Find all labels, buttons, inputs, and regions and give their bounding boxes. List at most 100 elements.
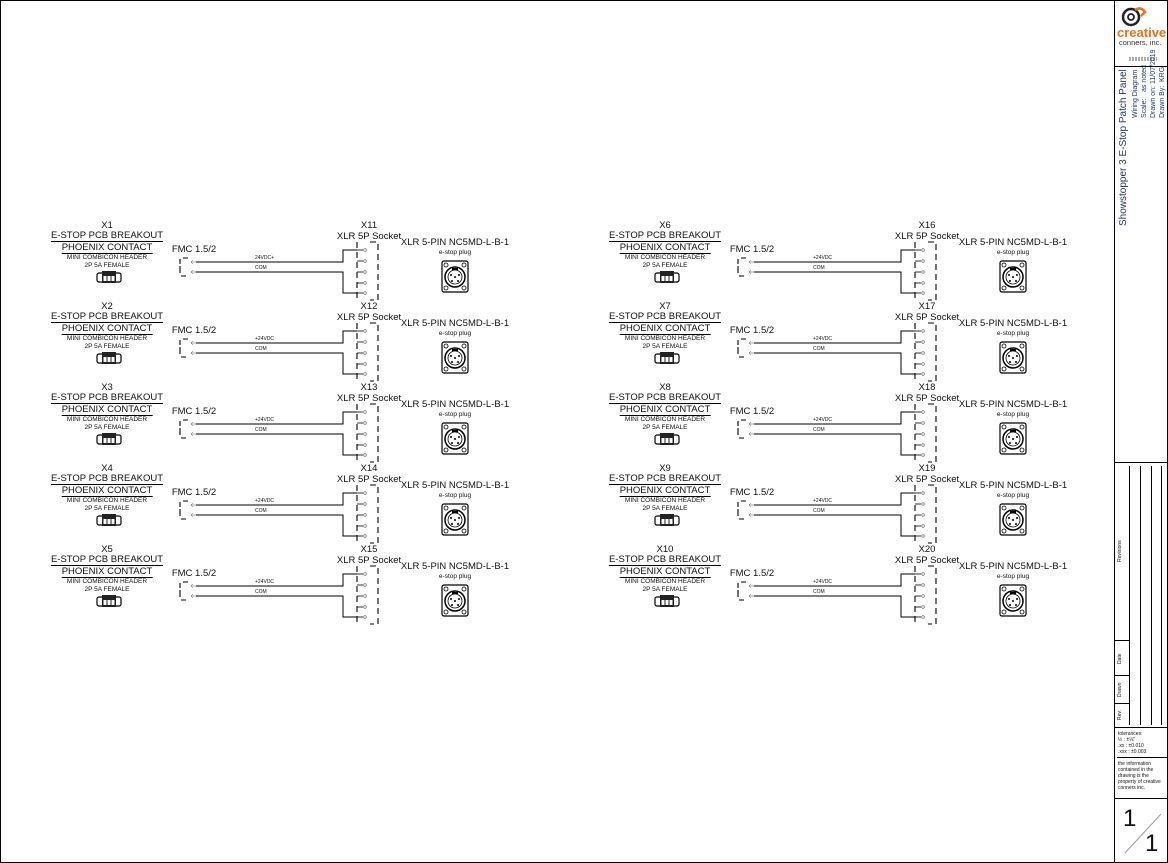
socket-ref-id: X18 bbox=[918, 382, 936, 393]
drawing-subtitle: Wiring Diagram bbox=[1132, 69, 1139, 118]
socket-label: XLR 5P Socket bbox=[894, 231, 960, 242]
socket-pins bbox=[357, 329, 367, 376]
sheet-number: 1 bbox=[1123, 805, 1137, 832]
divider bbox=[1115, 798, 1168, 799]
fmc-pins bbox=[190, 584, 196, 598]
socket-label: XLR 5P Socket bbox=[894, 474, 960, 485]
wiring-graphics bbox=[96, 322, 469, 382]
wiring-unit: X10 E-STOP PCB BREAKOUT PHOENIX CONTACT … bbox=[608, 544, 1083, 626]
wire-label-power: +24VDC bbox=[255, 417, 275, 423]
fmc-label: FMC 1.5/2 bbox=[729, 487, 775, 498]
pcb-title: E-STOP PCB BREAKOUT bbox=[608, 230, 722, 242]
plug-note: e-stop plug bbox=[996, 411, 1030, 418]
logo-icon bbox=[1121, 7, 1147, 27]
revisions-label: Revisions bbox=[1117, 540, 1123, 562]
wiring-graphics bbox=[96, 241, 469, 301]
fmc-pins bbox=[748, 503, 754, 517]
address-text bbox=[1129, 57, 1157, 61]
fmc-label: FMC 1.5/2 bbox=[171, 244, 217, 255]
wiring-unit: X2 E-STOP PCB BREAKOUT PHOENIX CONTACT M… bbox=[50, 301, 525, 383]
fmc-plug-outline bbox=[737, 338, 746, 358]
socket-label: XLR 5P Socket bbox=[894, 393, 960, 404]
xlr-socket-outline bbox=[914, 403, 937, 463]
sheet-slash bbox=[1124, 813, 1162, 854]
title-block: creative conners, inc. Showstopper 3 E-S… bbox=[1114, 0, 1168, 863]
socket-ref-id: X19 bbox=[918, 463, 936, 474]
wires bbox=[754, 492, 915, 537]
fmc-plug-outline bbox=[179, 581, 188, 601]
pcb-ref-id: X3 bbox=[101, 382, 113, 393]
wiring-graphics bbox=[96, 484, 469, 544]
xlr-plug-icon bbox=[441, 260, 469, 293]
pcb-rating: 2P 5A FEMALE bbox=[642, 586, 688, 593]
fmc-pins bbox=[748, 341, 754, 355]
wire-label-com: COM bbox=[813, 265, 825, 271]
tolerance-three-place: .xxx : ±0.003 bbox=[1118, 749, 1147, 755]
pcb-ref-id: X9 bbox=[659, 463, 671, 474]
xlr-plug-icon bbox=[441, 341, 469, 374]
pcb-manufacturer: PHOENIX CONTACT bbox=[619, 323, 711, 335]
header-connector-icon bbox=[96, 271, 122, 283]
socket-label: XLR 5P Socket bbox=[894, 312, 960, 323]
plug-note: e-stop plug bbox=[438, 411, 472, 418]
wiring-unit: X9 E-STOP PCB BREAKOUT PHOENIX CONTACT M… bbox=[608, 463, 1083, 545]
plug-part-number: XLR 5-PIN NC5MD-L-B-1 bbox=[400, 318, 510, 329]
wiring-unit: X5 E-STOP PCB BREAKOUT PHOENIX CONTACT M… bbox=[50, 544, 525, 626]
pcb-title: E-STOP PCB BREAKOUT bbox=[50, 311, 164, 323]
tolerance-fraction: ½ : ±⅛" bbox=[1118, 737, 1136, 743]
socket-pins bbox=[915, 248, 925, 295]
socket-ref-id: X20 bbox=[918, 544, 936, 555]
pcb-rating: 2P 5A FEMALE bbox=[84, 343, 130, 350]
plug-note: e-stop plug bbox=[996, 249, 1030, 256]
scale-label: Scale: bbox=[1141, 98, 1148, 118]
pcb-header-type: MINI COMBICON HEADER bbox=[624, 335, 706, 342]
pcb-title: E-STOP PCB BREAKOUT bbox=[608, 554, 722, 566]
plug-note: e-stop plug bbox=[996, 330, 1030, 337]
socket-pins bbox=[915, 410, 925, 457]
fmc-pins bbox=[190, 503, 196, 517]
pcb-ref-id: X4 bbox=[101, 463, 113, 474]
pcb-manufacturer: PHOENIX CONTACT bbox=[61, 242, 153, 254]
socket-pins bbox=[357, 491, 367, 538]
xlr-plug-icon bbox=[999, 584, 1027, 617]
xlr-plug-icon bbox=[999, 503, 1027, 536]
plug-part-number: XLR 5-PIN NC5MD-L-B-1 bbox=[400, 399, 510, 410]
header-connector-icon bbox=[654, 595, 680, 607]
property-notice: the information contained in the drawing… bbox=[1118, 761, 1161, 791]
pcb-ref-id: X7 bbox=[659, 301, 671, 312]
pcb-manufacturer: PHOENIX CONTACT bbox=[61, 323, 153, 335]
wiring-unit: X1 E-STOP PCB BREAKOUT PHOENIX CONTACT M… bbox=[50, 220, 525, 302]
drawn-on-label: Drawn on: bbox=[1150, 86, 1157, 118]
fmc-pins bbox=[748, 260, 754, 274]
header-connector-icon bbox=[654, 352, 680, 364]
header-connector-icon bbox=[96, 433, 122, 445]
wiring-unit: X6 E-STOP PCB BREAKOUT PHOENIX CONTACT M… bbox=[608, 220, 1083, 302]
pcb-title: E-STOP PCB BREAKOUT bbox=[50, 392, 164, 404]
socket-pins bbox=[915, 572, 925, 619]
pcb-ref-id: X1 bbox=[101, 220, 113, 231]
wire-label-com: COM bbox=[255, 508, 267, 514]
fmc-pins bbox=[748, 584, 754, 598]
wire-label-power: +24VDC bbox=[813, 255, 833, 261]
xlr-socket-outline bbox=[356, 565, 379, 625]
wire-label-com: COM bbox=[813, 589, 825, 595]
socket-ref-id: X13 bbox=[360, 382, 378, 393]
xlr-plug-icon bbox=[999, 341, 1027, 374]
wires bbox=[196, 492, 357, 537]
header-connector-icon bbox=[96, 514, 122, 526]
socket-label: XLR 5P Socket bbox=[336, 231, 402, 242]
plug-part-number: XLR 5-PIN NC5MD-L-B-1 bbox=[958, 561, 1068, 572]
plug-part-number: XLR 5-PIN NC5MD-L-B-1 bbox=[958, 399, 1068, 410]
plug-note: e-stop plug bbox=[996, 492, 1030, 499]
pcb-title: E-STOP PCB BREAKOUT bbox=[608, 311, 722, 323]
pcb-rating: 2P 5A FEMALE bbox=[642, 424, 688, 431]
plug-part-number: XLR 5-PIN NC5MD-L-B-1 bbox=[958, 318, 1068, 329]
plug-part-number: XLR 5-PIN NC5MD-L-B-1 bbox=[958, 237, 1068, 248]
pcb-ref-id: X2 bbox=[101, 301, 113, 312]
wiring-unit: X4 E-STOP PCB BREAKOUT PHOENIX CONTACT M… bbox=[50, 463, 525, 545]
pcb-header-type: MINI COMBICON HEADER bbox=[66, 578, 148, 585]
fmc-plug-outline bbox=[737, 419, 746, 439]
socket-pins bbox=[357, 248, 367, 295]
xlr-plug-icon bbox=[441, 422, 469, 455]
